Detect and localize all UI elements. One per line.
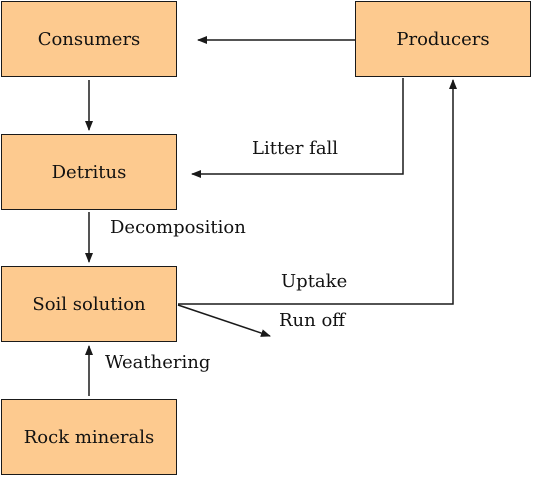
node-rock-minerals: Rock minerals xyxy=(1,399,177,475)
node-rock-minerals-label: Rock minerals xyxy=(23,426,155,448)
node-detritus: Detritus xyxy=(1,134,177,210)
node-producers-label: Producers xyxy=(396,28,490,50)
node-consumers-label: Consumers xyxy=(37,28,141,50)
label-decomposition: Decomposition xyxy=(110,217,246,238)
label-uptake: Uptake xyxy=(281,271,348,292)
node-detritus-label: Detritus xyxy=(51,161,127,183)
node-producers: Producers xyxy=(355,1,531,77)
node-soil-solution: Soil solution xyxy=(1,266,177,342)
arrow-run-off xyxy=(177,304,271,337)
node-soil-solution-label: Soil solution xyxy=(32,293,146,315)
label-weathering: Weathering xyxy=(105,352,211,373)
label-run-off: Run off xyxy=(279,310,346,331)
arrow-litter-fall xyxy=(191,78,404,178)
node-consumers: Consumers xyxy=(1,1,177,77)
arrow-uptake xyxy=(178,79,457,305)
label-litter-fall: Litter fall xyxy=(252,138,339,159)
